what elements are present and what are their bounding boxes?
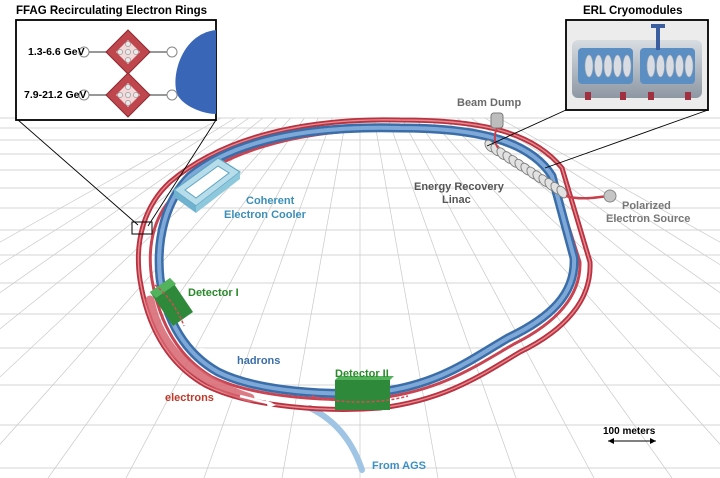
ffag-inset-title: FFAG Recirculating Electron Rings: [16, 5, 207, 17]
label-detector-1: Detector I: [188, 287, 239, 299]
ffag-inset: FFAG Recirculating Electron Rings 1.3-6.…: [15, 5, 217, 235]
label-linac: Linac: [442, 194, 471, 206]
label-polarized: Polarized: [622, 200, 671, 212]
electron-arc: [145, 295, 255, 403]
label-electrons: electrons: [165, 392, 214, 404]
label-beam-dump: Beam Dump: [457, 97, 521, 109]
label-from-ags: From AGS: [372, 460, 426, 472]
electron-direction-arrow: [239, 394, 276, 408]
erl-linac: [484, 139, 568, 199]
electron-source-line: [565, 194, 609, 200]
erl-inset-title: ERL Cryomodules: [583, 5, 682, 17]
polarized-electron-source: [603, 189, 617, 203]
scale-bar: 100 meters: [603, 426, 656, 444]
label-detector-2: Detector II: [335, 368, 389, 380]
scale-label: 100 meters: [603, 426, 656, 437]
label-electron-source: Electron Source: [606, 213, 690, 225]
ffag-ring-section: [175, 30, 216, 114]
label-energy-recovery: Energy Recovery: [414, 181, 505, 193]
floor-grid: [0, 117, 720, 478]
label-cooler-2: Electron Cooler: [224, 209, 307, 221]
ffag-magnet-lower: [78, 72, 178, 118]
label-cooler-1: Coherent: [246, 195, 295, 207]
beam-dump: [490, 112, 504, 129]
beam-dump-line: [493, 127, 499, 149]
erl-inset: ERL Cryomodules: [486, 5, 709, 169]
label-hadrons: hadrons: [237, 355, 280, 367]
ffag-energy-high: 7.9-21.2 GeV: [24, 89, 86, 101]
ags-injection-line: [307, 405, 365, 473]
cryomodule-render: [572, 24, 702, 100]
detector-2: [311, 376, 409, 410]
hadron-direction-arrow: [200, 348, 233, 363]
ffag-energy-low: 1.3-6.6 GeV: [28, 46, 85, 58]
detector-1: [150, 278, 193, 327]
coherent-electron-cooler: [172, 157, 242, 213]
